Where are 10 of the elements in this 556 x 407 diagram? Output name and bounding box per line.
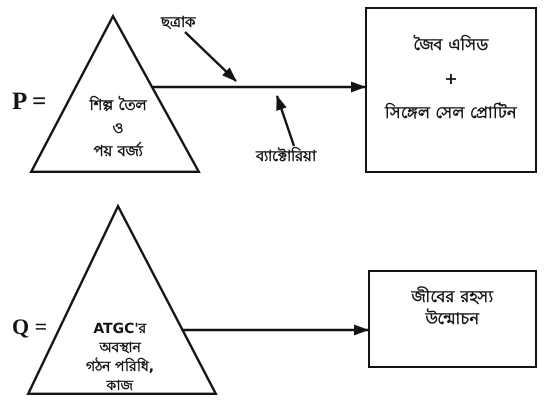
arrow — [184, 31, 237, 82]
arrow — [183, 324, 369, 336]
text-label: ব্যাক্টোরিয়া — [256, 146, 316, 166]
arrow — [276, 95, 296, 146]
equation-label: P = — [12, 88, 46, 116]
process-box: জীবের রহস্য উন্মোচন — [368, 270, 537, 368]
equation-label: Q = — [12, 314, 48, 340]
arrow — [153, 82, 366, 92]
process-box: জৈব এসিড + সিঙ্গেল সেল প্রোটিন — [365, 7, 537, 173]
text-label: ছত্রাক — [161, 12, 196, 32]
